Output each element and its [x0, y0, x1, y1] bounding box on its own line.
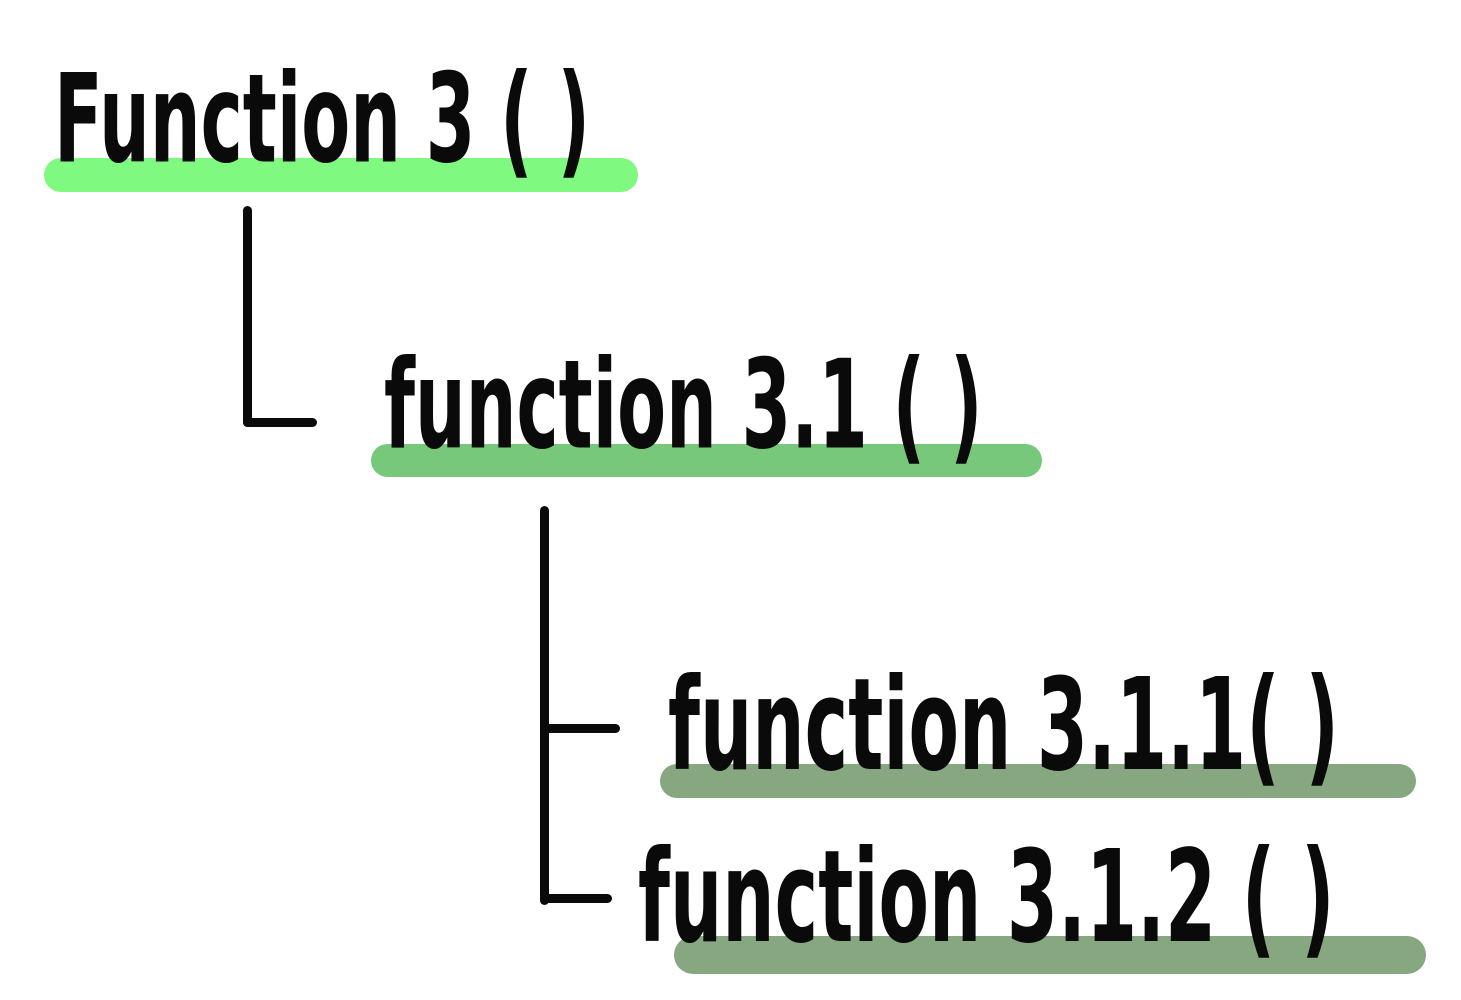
node-label-function-3-1-1: function 3.1.1( ): [668, 652, 1339, 801]
highlight-underline-function-3-1-2: [674, 936, 1426, 974]
highlight-underline-function-3-1: [371, 444, 1042, 477]
connector-horizontal-to-function-3-1-2: [540, 894, 612, 903]
connector-vertical-function-3-1-to-children: [540, 506, 549, 905]
connector-vertical-function-3-to-3-1: [243, 206, 252, 427]
connector-horizontal-to-function-3-1-1: [540, 724, 620, 733]
highlight-underline-function-3-1-1: [660, 764, 1416, 798]
connector-horizontal-function-3-to-3-1: [243, 418, 317, 427]
node-label-function-3-1: function 3.1 ( ): [384, 334, 983, 478]
node-label-function-3-1-2: function 3.1.2 ( ): [638, 824, 1335, 973]
highlight-underline-function-3: [44, 158, 638, 192]
node-label-function-3: Function 3 ( ): [54, 48, 591, 192]
